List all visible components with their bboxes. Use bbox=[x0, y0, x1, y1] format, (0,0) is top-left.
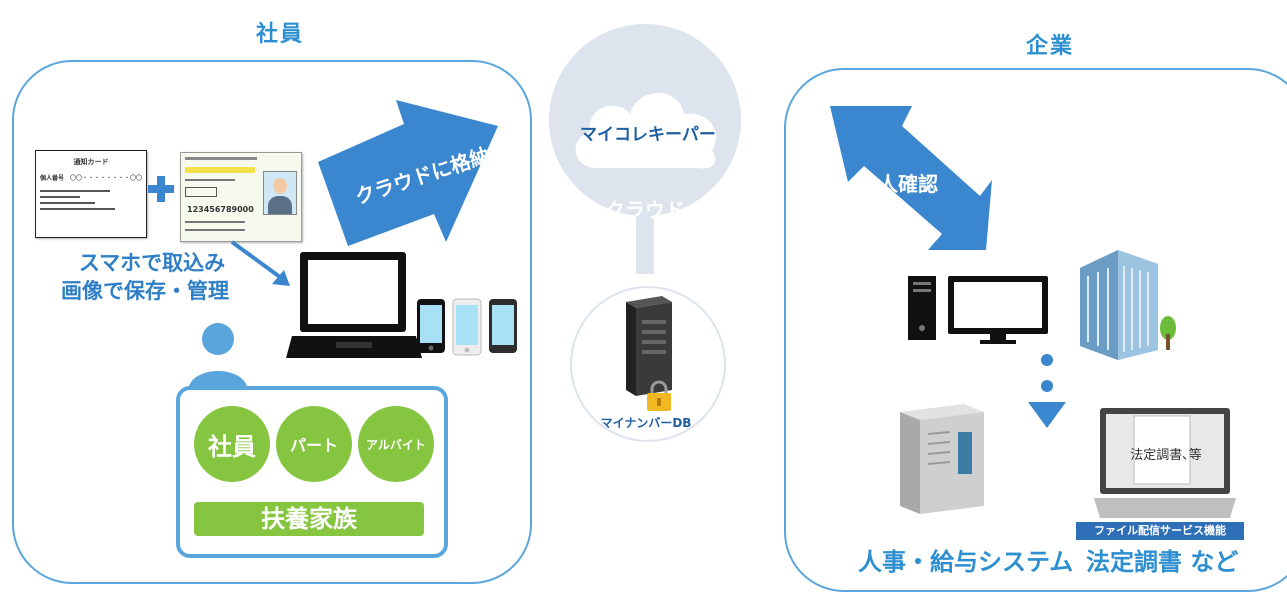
license-photo bbox=[263, 171, 297, 215]
capture-text-1: スマホで取込み bbox=[78, 251, 226, 275]
hr-server-icon bbox=[900, 404, 984, 514]
verify-arrow-label: 本人確認 bbox=[858, 172, 938, 196]
license-number: 123456789000 bbox=[187, 205, 254, 214]
hr-system-label: 人事・給与システム bbox=[858, 548, 1074, 576]
license-card: 123456789000 bbox=[180, 152, 302, 242]
plus-icon bbox=[148, 176, 174, 202]
server-icon bbox=[626, 296, 672, 396]
category-arbeit: アルバイト bbox=[358, 406, 434, 482]
card-number-value: 〇〇・・・・・・・・〇〇 bbox=[70, 175, 143, 182]
smartphone-icon bbox=[417, 299, 445, 353]
employee-categories-box: 社員 パート アルバイト 扶養家族 bbox=[176, 386, 448, 558]
smartphone-icon bbox=[452, 298, 482, 356]
cloud-label: クラウド bbox=[605, 198, 685, 222]
flow-arrow-icon bbox=[1028, 354, 1066, 428]
capture-arrow-icon bbox=[230, 240, 290, 286]
file-service-badge: ファイル配信サービス機能 bbox=[1076, 522, 1244, 540]
smartphone-icon bbox=[489, 299, 517, 353]
employee-title: 社員 bbox=[255, 22, 304, 47]
category-part-time: パート bbox=[276, 406, 352, 482]
person-icon bbox=[188, 323, 248, 392]
card-number-label: 個人番号 bbox=[40, 175, 65, 182]
desktop-pc-icon bbox=[908, 276, 1048, 344]
laptop-icon bbox=[286, 252, 422, 358]
dependents-bar: 扶養家族 bbox=[194, 502, 424, 536]
notification-card: 通知カード 個人番号 〇〇・・・・・・・・〇〇 bbox=[35, 150, 147, 238]
verify-arrow bbox=[830, 106, 992, 250]
company-title: 企業 bbox=[1025, 34, 1074, 59]
cloud-store-arrow bbox=[318, 100, 498, 246]
doc-label: 法定調書､等 bbox=[1130, 448, 1202, 463]
office-building-icon bbox=[1080, 250, 1176, 360]
category-employee: 社員 bbox=[194, 406, 270, 482]
cloud-icon bbox=[575, 92, 717, 169]
legal-docs-label: 法定調書 など bbox=[1086, 548, 1239, 576]
lock-icon bbox=[647, 380, 671, 411]
db-label: マイナンバーDB bbox=[600, 416, 692, 430]
card-title: 通知カード bbox=[73, 158, 109, 166]
document-laptop-icon bbox=[1094, 408, 1236, 518]
capture-text-2: 画像で保存・管理 bbox=[61, 279, 229, 303]
service-name: マイコレキーパー bbox=[580, 125, 716, 145]
